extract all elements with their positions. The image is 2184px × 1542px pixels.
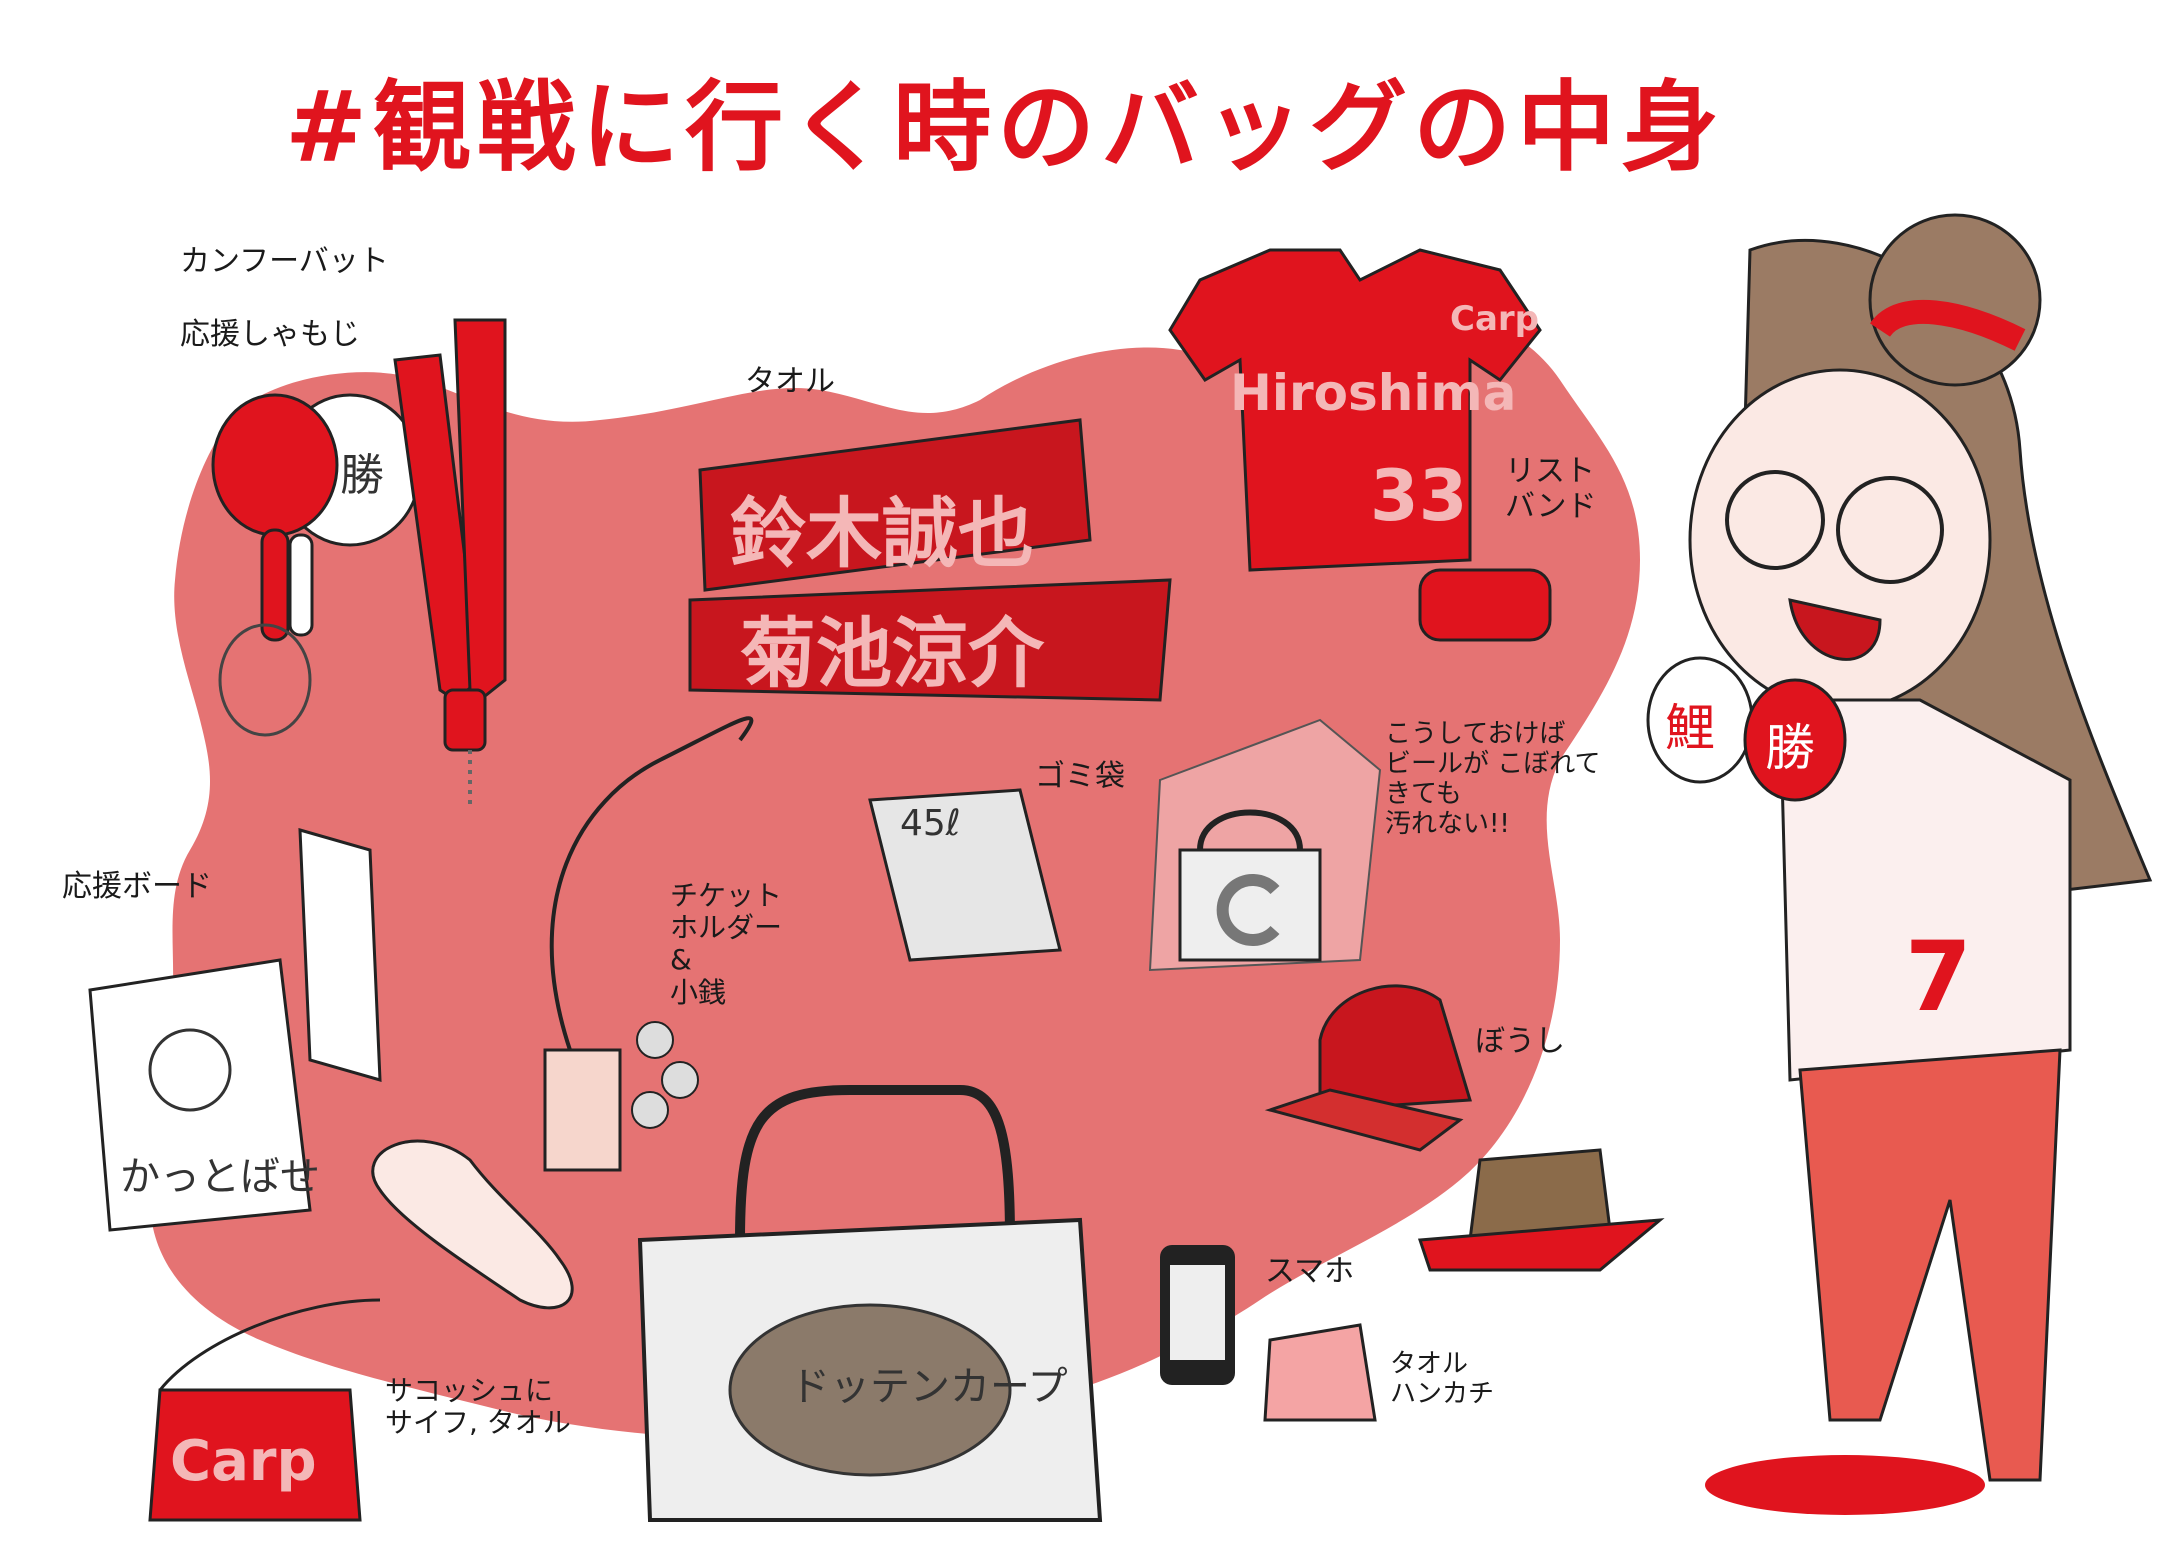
label-cheer-board: 応援ボード [62, 869, 212, 904]
wrapped-tote-icon [1148, 718, 1382, 972]
tote-bag-icon: ドッテンカープ [637, 1085, 1103, 1522]
svg-text:7: 7 [1905, 921, 1972, 1033]
label-wristband: リスト バンド [1505, 454, 1597, 524]
ticket-holder-icon [543, 716, 754, 1172]
svg-text:Carp: Carp [170, 1429, 317, 1494]
label-garbage-bag: ゴミ袋 [1035, 759, 1125, 794]
label-cheer-shamoji: 応援しゃもじ [180, 317, 360, 352]
label-kung-fu-bat: カンフーバット [180, 244, 389, 279]
board-icon: かっとばせ [88, 827, 382, 1232]
svg-text:かっとばせ: かっとばせ [120, 1154, 320, 1200]
label-smartphone: スマホ [1265, 1254, 1355, 1289]
svg-text:Carp: Carp [1450, 299, 1539, 339]
svg-text:菊池涼介: 菊池涼介 [740, 609, 1045, 698]
svg-text:33: 33 [1370, 455, 1467, 537]
cap-icon [1264, 984, 1472, 1152]
phone-icon [1160, 1245, 1235, 1385]
pouch-icon: Carp [148, 1139, 574, 1522]
label-handkerchief: タオル ハンカチ [1390, 1349, 1495, 1409]
label-ticket-holder: チケット ホルダー & 小銭 [670, 879, 783, 1009]
page-title: #観戦に行く時のバッグの中身 [285, 71, 1726, 185]
label-cap: ぼうし [1475, 1024, 1565, 1059]
svg-text:45ℓ: 45ℓ [900, 803, 961, 844]
svg-text:ドッテンカープ: ドッテンカープ [790, 1364, 1068, 1410]
girl-character: 7 鯉 勝 [1646, 213, 2153, 1515]
towel-icon: 鈴木誠也 菊池涼介 [688, 418, 1172, 702]
svg-text:勝: 勝 [340, 450, 384, 501]
jersey-icon: Hiroshima 33 Carp [1168, 248, 1542, 572]
svg-text:勝: 勝 [1765, 719, 1815, 777]
label-tip-note: こうしておけば ビールが こぼれて きても 汚れない!! [1385, 719, 1601, 839]
label-towel: タオル [745, 364, 835, 399]
garbage-bag-icon: 45ℓ [868, 788, 1062, 962]
svg-text:鈴木誠也: 鈴木誠也 [730, 489, 1034, 578]
label-sacoche: サコッシュに サイフ, タオル [385, 1374, 571, 1440]
straw-hat-icon [1417, 1148, 1665, 1272]
handkerchief-icon [1263, 1323, 1377, 1422]
shamoji-icon: 勝 [211, 393, 422, 737]
svg-text:鯉: 鯉 [1665, 699, 1715, 757]
bat-icon [393, 318, 507, 810]
svg-text:Hiroshima: Hiroshima [1230, 364, 1516, 422]
wristband-icon [1418, 568, 1552, 642]
